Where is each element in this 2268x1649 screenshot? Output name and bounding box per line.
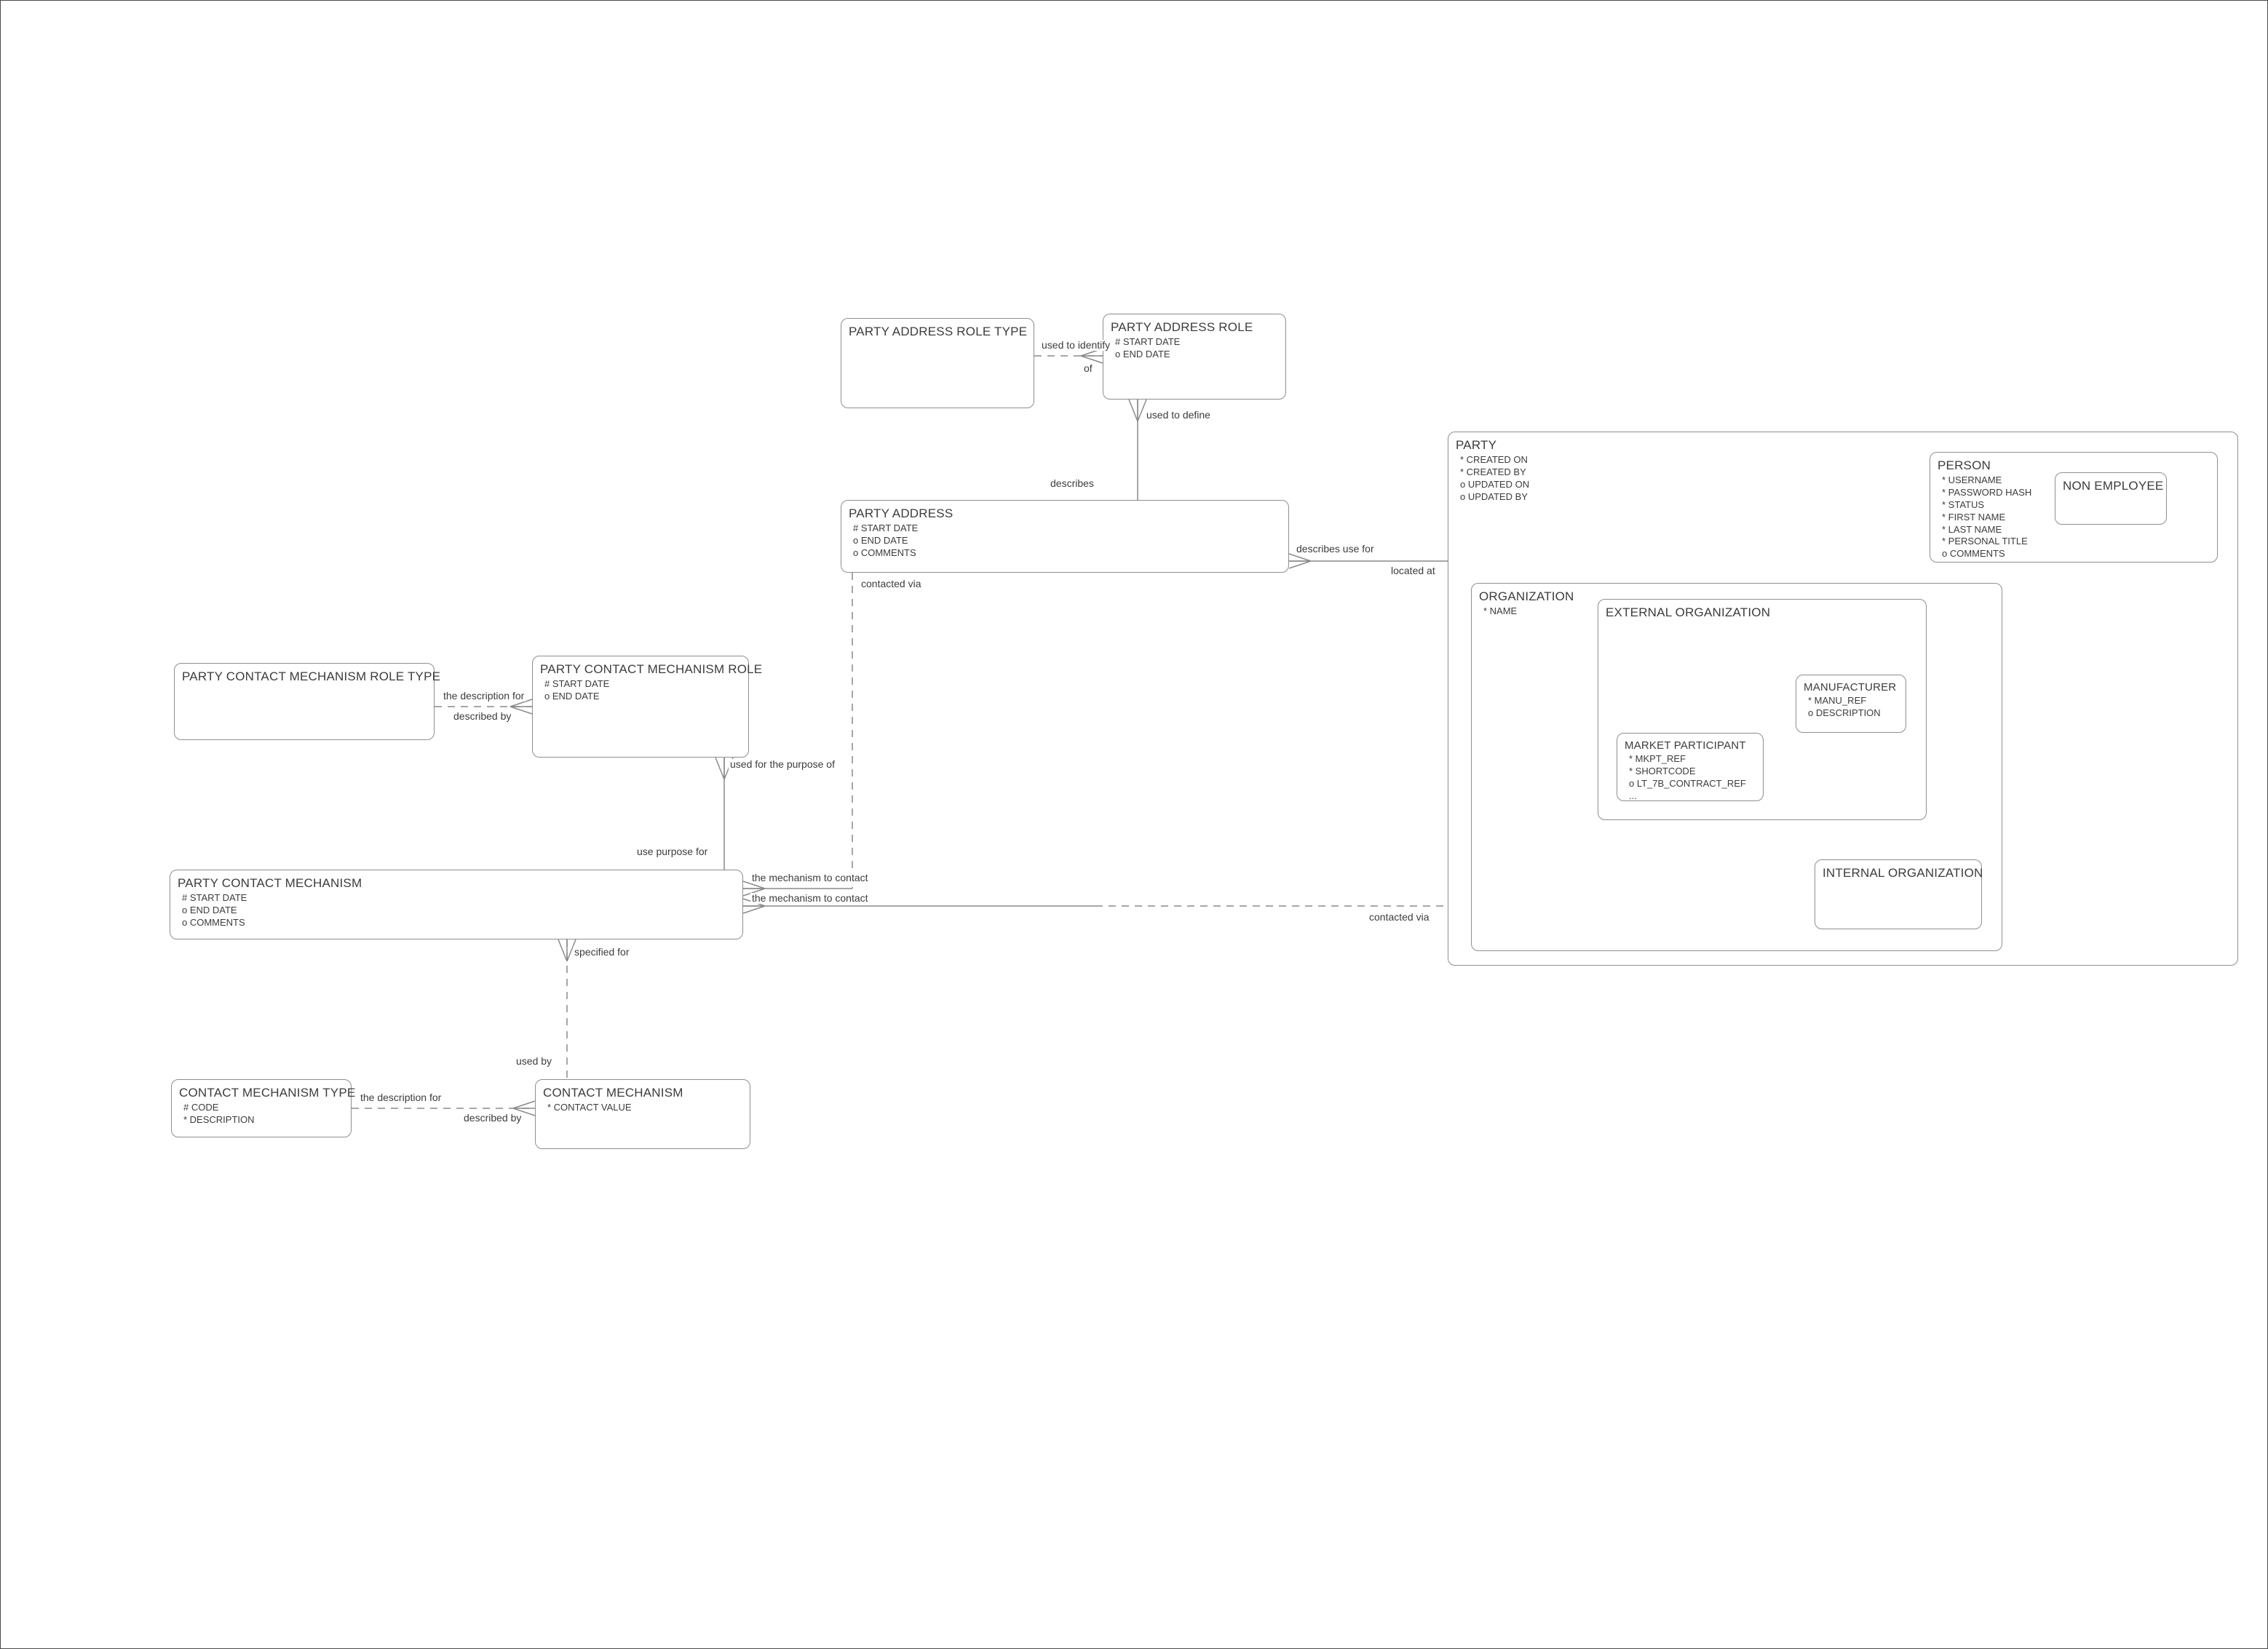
entity-attribute: # START DATE (182, 892, 247, 903)
entity-attribute: # START DATE (1115, 336, 1181, 347)
entity-title: EXTERNAL ORGANIZATION (1606, 605, 1771, 619)
entity-title: PARTY CONTACT MECHANISM ROLE TYPE (182, 669, 441, 683)
rel-label-used-by: used by (515, 1055, 554, 1068)
entity-party-contact-mechanism-role-type[interactable]: PARTY CONTACT MECHANISM ROLE TYPE (174, 663, 441, 740)
rel-label-describes-use-for: describes use for (1295, 543, 1376, 555)
rel-label-specified-for: specified for (573, 946, 631, 958)
rel-label-use-purpose-for: use purpose for (635, 846, 710, 858)
entity-attribute: * NAME (1483, 605, 1518, 616)
rel-label-contacted-via-2: contacted via (1368, 911, 1431, 923)
entity-attribute: * FIRST NAME (1942, 511, 2006, 522)
entity-title: CONTACT MECHANISM (543, 1086, 683, 1100)
entity-attribute: ... (1629, 790, 1637, 801)
crows-foot (1128, 399, 1147, 422)
entity-attribute: * USERNAME (1942, 474, 2002, 485)
entity-title: CONTACT MECHANISM TYPE (179, 1086, 356, 1100)
entity-attribute: * PASSWORD HASH (1942, 486, 2032, 498)
rel-label-located-at: located at (1389, 565, 1437, 577)
rel-label-mechanism-to-contact-1: the mechanism to contact (750, 872, 870, 884)
entity-title: INTERNAL ORGANIZATION (1823, 866, 1983, 880)
rel-label-description-for-2: the description for (359, 1092, 443, 1104)
rel-label-describes: describes (1049, 477, 1095, 490)
entity-title: PARTY CONTACT MECHANISM ROLE (540, 662, 763, 676)
entity-attribute: o LT_7B_CONTRACT_REF (1629, 777, 1746, 789)
rel-label-of: of (1082, 362, 1094, 375)
entity-attribute: * STATUS (1942, 498, 1985, 510)
entity-party-address-role[interactable]: PARTY ADDRESS ROLE # START DATE o END DA… (1103, 314, 1286, 400)
entity-attribute: * SHORTCODE (1629, 765, 1696, 776)
entity-attribute: # START DATE (853, 522, 919, 533)
entity-attribute: o COMMENTS (853, 547, 916, 558)
entity-internal-organization[interactable]: INTERNAL ORGANIZATION (1815, 859, 1983, 929)
entity-title: NON EMPLOYEE (2063, 479, 2164, 493)
entity-title: PARTY ADDRESS ROLE TYPE (849, 325, 1028, 338)
entity-party-contact-mechanism[interactable]: PARTY CONTACT MECHANISM # START DATE o E… (170, 870, 743, 939)
entity-attribute: * CONTACT VALUE (547, 1102, 632, 1113)
entity-title: MARKET PARTICIPANT (1625, 739, 1746, 752)
crows-foot (1288, 553, 1312, 569)
rel-label-described-by-1: described by (452, 710, 513, 723)
entity-attribute: * LAST NAME (1942, 523, 2002, 535)
entity-attribute: * PERSONAL TITLE (1942, 536, 2028, 547)
entity-attribute: o END DATE (182, 904, 237, 915)
entity-attribute: o UPDATED BY (1460, 490, 1528, 502)
entity-attribute: * CREATED BY (1460, 466, 1526, 477)
entity-attribute: o DESCRIPTION (1808, 707, 1881, 718)
entity-attribute: o COMMENTS (182, 916, 245, 928)
entity-party-contact-mechanism-role[interactable]: PARTY CONTACT MECHANISM ROLE # START DAT… (532, 656, 763, 758)
entity-title: PARTY CONTACT MECHANISM (178, 876, 362, 890)
entity-party-address-role-type[interactable]: PARTY ADDRESS ROLE TYPE (841, 318, 1034, 408)
entity-attribute: o END DATE (853, 534, 908, 546)
rel-label-used-for-the-purpose-of: used for the purpose of (729, 758, 836, 771)
entity-market-participant[interactable]: MARKET PARTICIPANT * MKPT_REF * SHORTCOD… (1617, 733, 1764, 801)
entity-title: PERSON (1938, 458, 1991, 472)
rel-label-used-to-define: used to define (1145, 409, 1212, 421)
entity-attribute: o END DATE (544, 690, 600, 702)
rel-label-description-for-1: the description for (442, 690, 526, 702)
rel-label-described-by-2: described by (462, 1112, 523, 1124)
entity-attribute: * CREATED ON (1460, 454, 1528, 465)
entity-manufacturer[interactable]: MANUFACTURER * MANU_REF o DESCRIPTION (1796, 675, 1906, 733)
entity-attribute: o UPDATED ON (1460, 478, 1530, 490)
entity-attribute: * MANU_REF (1808, 695, 1867, 706)
entity-title: ORGANIZATION (1479, 589, 1574, 603)
entity-title: PARTY ADDRESS (849, 506, 953, 520)
entity-title: MANUFACTURER (1804, 681, 1897, 694)
entity-contact-mechanism[interactable]: CONTACT MECHANISM * CONTACT VALUE (535, 1079, 750, 1149)
entity-attribute: # CODE (183, 1102, 219, 1113)
entity-title: PARTY ADDRESS ROLE (1111, 320, 1253, 334)
entity-attribute: o COMMENTS (1942, 548, 2005, 560)
entity-attribute: * MKPT_REF (1629, 753, 1686, 764)
entity-person[interactable]: PERSON * USERNAME * PASSWORD HASH * STAT… (1930, 452, 2218, 563)
entity-non-employee[interactable]: NON EMPLOYEE (2055, 472, 2167, 525)
entity-party-address[interactable]: PARTY ADDRESS # START DATE o END DATE o … (841, 500, 1289, 573)
rel-label-contacted-via-1: contacted via (860, 578, 923, 590)
entity-contact-mechanism-type[interactable]: CONTACT MECHANISM TYPE # CODE * DESCRIPT… (171, 1079, 356, 1137)
rel-label-mechanism-to-contact-2: the mechanism to contact (750, 892, 870, 905)
entity-attribute: o END DATE (1115, 348, 1170, 359)
rel-label-used-to-identify: used to identify (1040, 339, 1112, 351)
entity-title: PARTY (1456, 438, 1497, 452)
entity-attribute: # START DATE (544, 678, 610, 689)
entity-attribute: * DESCRIPTION (183, 1113, 255, 1125)
